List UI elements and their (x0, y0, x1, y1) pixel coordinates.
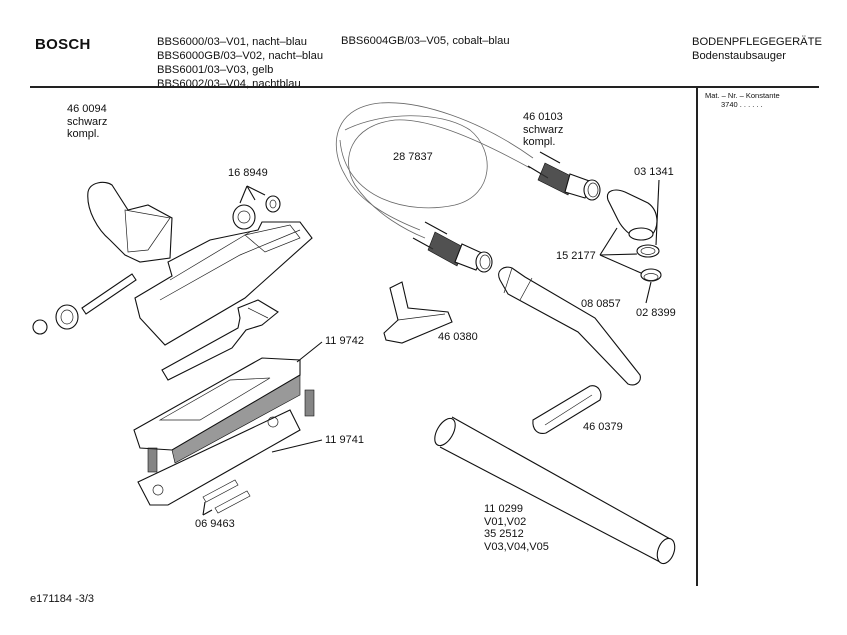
seal-rings (599, 227, 662, 304)
part-label-sole-plate: 11 9741 (325, 434, 364, 446)
part-label-elbow: 03 1341 (634, 166, 674, 178)
part-label-floor-nozzle: 46 0094 schwarz kompl. (67, 103, 107, 141)
part-variant: V01,V02 (484, 515, 527, 528)
part-number: 11 0299 (484, 503, 523, 515)
crevice-nozzle (532, 385, 602, 434)
hose-end-lower (412, 221, 493, 273)
part-label-extension-tube: 11 0299 V01,V02 35 2512 V03,V04,V05 (484, 503, 549, 553)
extension-tube (434, 416, 676, 565)
brand-logo: BOSCH (35, 36, 91, 53)
model-item: BBS6004GB/03–V05, cobalt–blau (341, 35, 510, 47)
nozzle-connector (87, 181, 173, 263)
part-color: schwarz (523, 123, 564, 136)
part-label-hose: 28 7837 (393, 151, 433, 163)
part-number: 46 0094 (67, 103, 107, 115)
sole-plate (137, 409, 323, 506)
category-subtitle: Bodenstaubsauger (692, 50, 786, 62)
model-item: BBS6000/03–V01, nacht–blau (157, 36, 307, 48)
part-label-handle-tube: 08 0857 (581, 298, 621, 310)
part-number: 35 2512 (484, 528, 524, 540)
felt-strips (202, 479, 251, 516)
part-label-seals: 15 2177 (556, 250, 596, 262)
category-title: BODENPFLEGEGERÄTE (692, 36, 822, 48)
part-note: kompl. (67, 128, 100, 140)
hose-end-upper (527, 151, 601, 201)
part-label-hose-ends: 46 0103 schwarz kompl. (523, 111, 563, 149)
material-constant: Mat. – Nr. – Konstante 3740 . . . . . . (705, 91, 780, 109)
sidebar-divider (696, 87, 698, 586)
model-list: BBS6000/03–V01, nacht–blau BBS6000GB/03–… (157, 35, 323, 91)
header-divider (30, 86, 819, 88)
model-item: BBS6001/03–V03, gelb (157, 64, 274, 76)
floor-nozzle-body (134, 221, 313, 346)
part-number: 46 0103 (523, 111, 563, 123)
part-label-upholstery-nozzle: 46 0380 (438, 331, 478, 343)
part-color: schwarz (67, 115, 108, 128)
part-label-wheels: 16 8949 (228, 167, 268, 179)
springs (147, 389, 315, 473)
model-item: BBS6000GB/03–V02, nacht–blau (157, 50, 324, 62)
axle (81, 273, 137, 315)
slider-lever (161, 299, 279, 381)
brush-strip (133, 341, 323, 464)
elbow-part (606, 179, 660, 246)
document-id: e171184 -3/3 (30, 593, 95, 605)
material-constant-value: 3740 . . . . . . (721, 100, 763, 109)
part-note: kompl. (523, 136, 556, 148)
handle-tube (498, 266, 641, 386)
part-variant: V03,V04,V05 (484, 540, 549, 553)
part-label-crevice-nozzle: 46 0379 (583, 421, 623, 433)
category-block: BODENPFLEGEGERÄTE Bodenstaubsauger (692, 35, 822, 63)
wheels (32, 185, 281, 335)
part-label-felt-strips: 06 9463 (195, 518, 235, 530)
part-label-ring: 02 8399 (636, 307, 676, 319)
hose-drawing (335, 102, 534, 239)
material-constant-label: Mat. – Nr. – Konstante (705, 91, 780, 100)
part-label-brush-strip: 11 9742 (325, 335, 364, 347)
upholstery-nozzle (383, 281, 453, 344)
